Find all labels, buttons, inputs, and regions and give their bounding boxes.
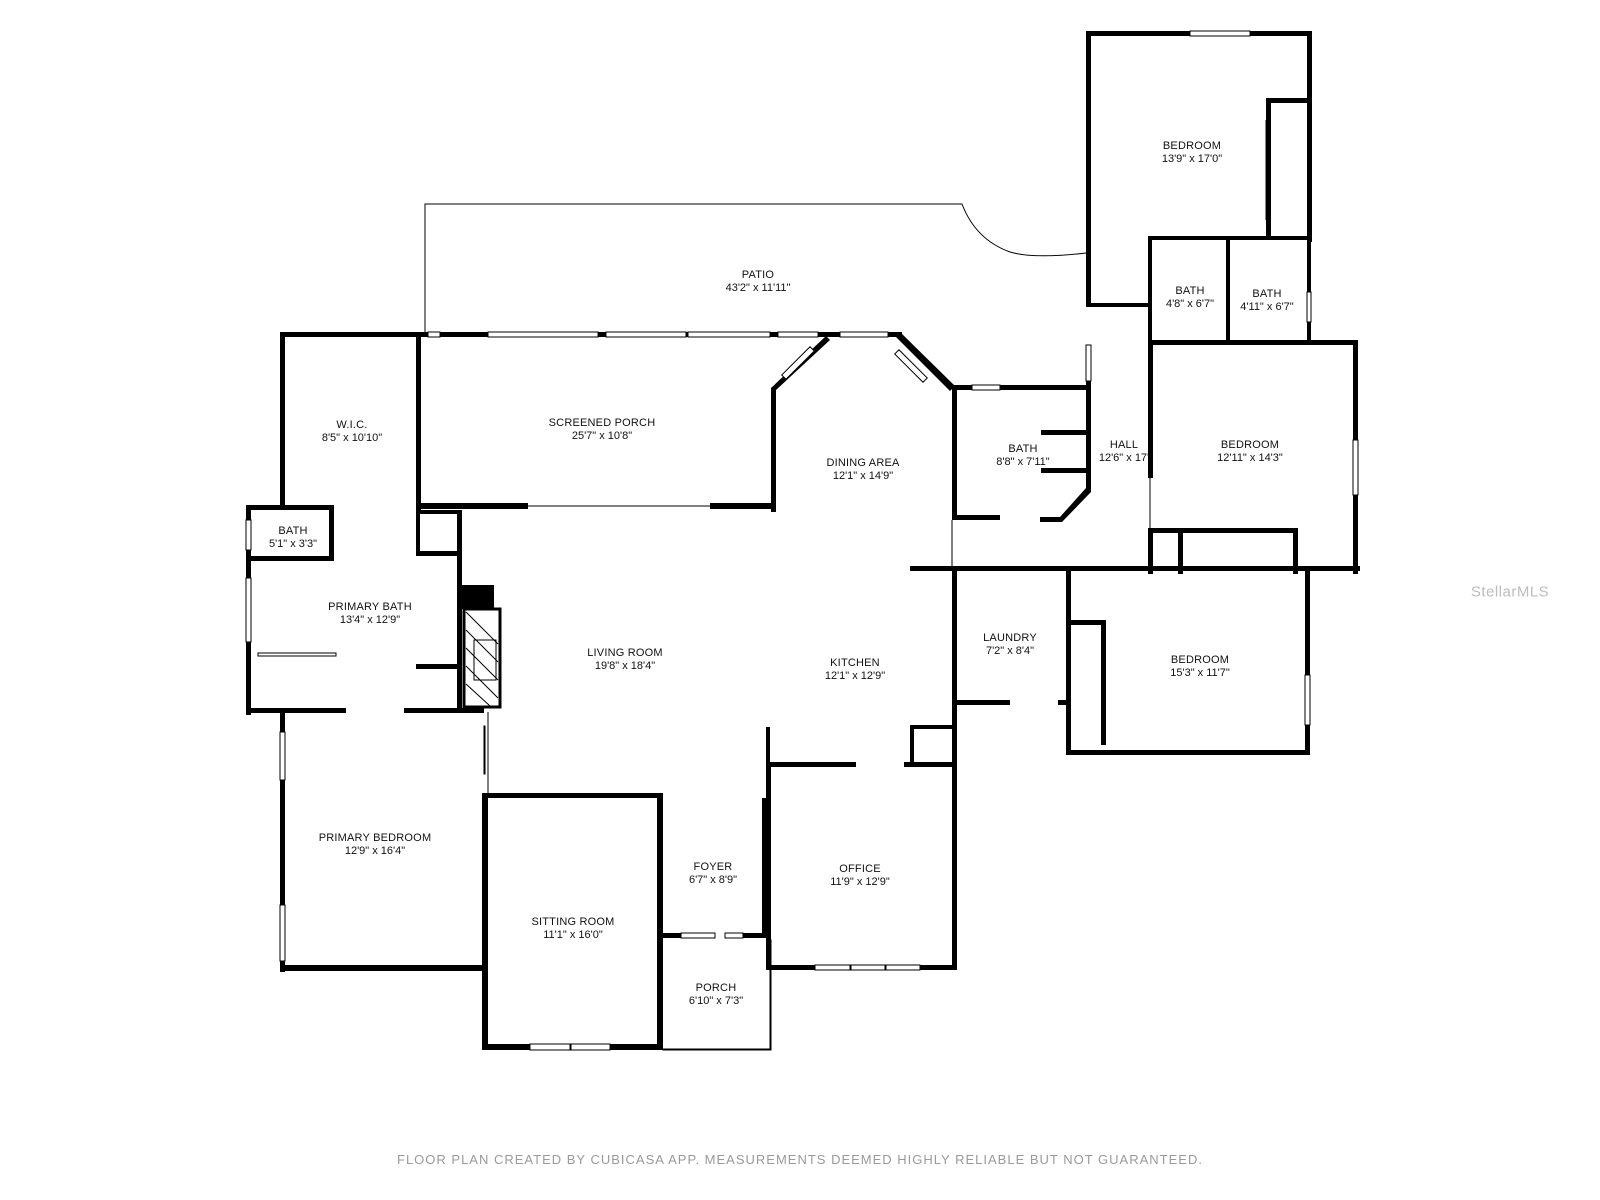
room-name: BEDROOM xyxy=(1170,654,1230,666)
room-dimension: 12'1" x 12'9" xyxy=(824,670,886,682)
room-label-bedroom-top: BEDROOM 13'9" x 17'0" xyxy=(1162,140,1222,166)
room-label-hall: HALL 12'6" x 17' xyxy=(1099,439,1149,465)
room-dimension: 12'6" x 17' xyxy=(1098,452,1150,464)
room-dimension: 6'7" x 8'9" xyxy=(688,874,738,886)
room-label-primary-bedroom: PRIMARY BEDROOM 12'9" x 16'4" xyxy=(319,832,432,858)
room-dimension: 7'2" x 8'4" xyxy=(985,645,1035,657)
walls-primary-bath xyxy=(245,505,484,715)
walls-bedroom-right xyxy=(1148,340,1359,574)
room-name: FOYER xyxy=(693,861,733,873)
room-dimension: 8'5" x 10'10" xyxy=(321,432,383,444)
room-name: OFFICE xyxy=(839,863,881,875)
room-name: BATH xyxy=(1252,288,1282,300)
room-dimension: 11'1" x 16'0" xyxy=(543,929,603,941)
room-name: KITCHEN xyxy=(830,657,880,669)
room-dimension: 6'10" x 7'3" xyxy=(688,995,744,1007)
room-label-dining-area: DINING AREA 12'1" x 14'9" xyxy=(826,457,899,483)
patio-outline xyxy=(424,203,1087,335)
room-name: BEDROOM xyxy=(1220,439,1280,451)
walls-bedroom-top xyxy=(1086,30,1312,344)
fireplace xyxy=(462,585,502,709)
walls-primary-bedroom xyxy=(279,710,486,972)
room-label-bedroom-lower: BEDROOM 15'3" x 11'7" xyxy=(1170,654,1230,680)
walls-laundry xyxy=(952,569,1071,709)
room-label-foyer: FOYER 6'7" x 8'9" xyxy=(689,861,737,887)
room-dimension: 15'3" x 11'7" xyxy=(1170,667,1230,679)
room-name: SCREENED PORCH xyxy=(548,417,656,429)
room-name: HALL xyxy=(1109,439,1139,451)
room-dimension: 12'9" x 16'4" xyxy=(344,845,406,857)
room-dimension: 11'9" x 12'9" xyxy=(830,876,890,888)
room-label-wic: W.I.C. 8'5" x 10'10" xyxy=(322,419,382,445)
room-label-screened-porch: SCREENED PORCH 25'7" x 10'8" xyxy=(549,417,656,443)
room-name: PATIO xyxy=(741,269,775,281)
walls-office-kitchen xyxy=(766,705,957,971)
room-name: LIVING ROOM xyxy=(587,647,663,659)
room-dimension: 43'2" x 11'11" xyxy=(725,282,791,294)
footer-disclaimer: FLOOR PLAN CREATED BY CUBICASA APP. MEAS… xyxy=(397,1152,1203,1167)
room-name: W.I.C. xyxy=(336,419,368,431)
room-label-bath-mid: BATH 8'8" x 7'11" xyxy=(996,443,1049,469)
room-label-living-room: LIVING ROOM 19'8" x 18'4" xyxy=(587,647,663,673)
room-label-bedroom-right: BEDROOM 12'11" x 14'3" xyxy=(1217,439,1283,465)
room-label-porch: PORCH 6'10" x 7'3" xyxy=(689,982,743,1008)
room-name: BATH xyxy=(278,525,308,537)
room-label-sitting-room: SITTING ROOM 11'1" x 16'0" xyxy=(531,916,614,942)
room-name: BATH xyxy=(1175,285,1205,297)
watermark: StellarMLS xyxy=(1470,583,1550,601)
room-name: BATH xyxy=(1008,443,1038,455)
room-name: SITTING ROOM xyxy=(531,916,615,928)
room-dimension: 4'8" x 6'7" xyxy=(1165,298,1215,310)
room-name: BEDROOM xyxy=(1162,140,1222,152)
room-name: PRIMARY BEDROOM xyxy=(318,832,432,844)
walls-hall-bath xyxy=(910,344,1360,571)
room-label-bath-b: BATH 4'11" x 6'7" xyxy=(1240,288,1293,314)
room-name: PRIMARY BATH xyxy=(328,601,412,613)
room-dimension: 13'4" x 12'9" xyxy=(339,614,401,626)
room-label-bath-a: BATH 4'8" x 6'7" xyxy=(1166,285,1214,311)
room-dimension: 5'1" x 3'3" xyxy=(268,538,318,550)
room-name: DINING AREA xyxy=(826,457,900,469)
walls-bedroom-lower xyxy=(1066,569,1311,755)
room-label-primary-bath: PRIMARY BATH 13'4" x 12'9" xyxy=(328,601,412,627)
room-label-patio: PATIO 43'2" x 11'11" xyxy=(726,269,791,295)
room-dimension: 8'8" x 7'11" xyxy=(996,456,1050,468)
room-dimension: 12'1" x 14'9" xyxy=(832,470,894,482)
room-label-office: OFFICE 11'9" x 12'9" xyxy=(830,863,890,889)
walls-main-top xyxy=(280,331,955,512)
room-dimension: 25'7" x 10'8" xyxy=(571,430,633,442)
room-label-laundry: LAUNDRY 7'2" x 8'4" xyxy=(983,632,1037,658)
room-name: LAUNDRY xyxy=(983,632,1037,644)
room-dimension: 12'11" x 14'3" xyxy=(1217,452,1283,464)
thin-partitions xyxy=(487,120,1267,793)
room-dimension: 13'9" x 17'0" xyxy=(1161,153,1223,165)
room-dimension: 19'8" x 18'4" xyxy=(594,660,656,672)
room-name: PORCH xyxy=(695,982,737,994)
walls-sitting-room xyxy=(482,793,663,1051)
room-label-kitchen: KITCHEN 12'1" x 12'9" xyxy=(825,657,885,683)
room-dimension: 4'11" x 6'7" xyxy=(1240,301,1294,313)
walls-foyer-porch xyxy=(662,798,772,1051)
room-label-bath-small: BATH 5'1" x 3'3" xyxy=(269,525,317,551)
